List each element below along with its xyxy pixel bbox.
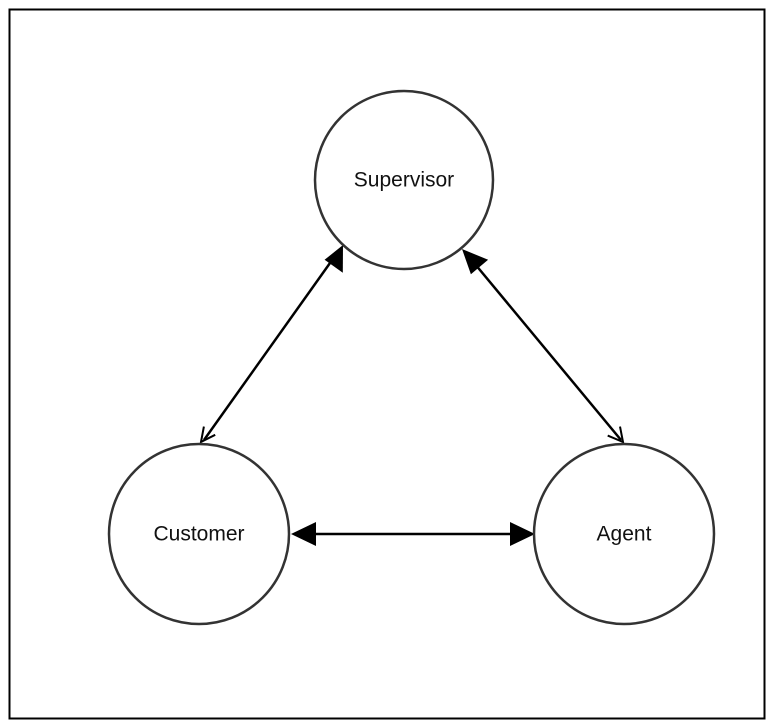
edge-supervisor-customer [199, 245, 343, 444]
arrowhead-filled-icon [462, 249, 489, 275]
edge-customer-agent [291, 522, 535, 546]
node-label-customer: Customer [153, 523, 244, 546]
arrowhead-filled-icon [510, 522, 535, 546]
node-label-agent: Agent [597, 523, 652, 546]
edge-supervisor-agent [462, 249, 625, 444]
node-supervisor: Supervisor [313, 89, 495, 271]
arrowhead-filled-icon [324, 245, 343, 273]
arrowhead-filled-icon [291, 522, 316, 546]
diagram-frame [8, 8, 766, 720]
node-customer: Customer [107, 442, 291, 626]
node-label-supervisor: Supervisor [354, 169, 454, 192]
edges [199, 245, 625, 546]
arrowhead-open-icon [607, 426, 625, 444]
arrowhead-open-icon [199, 426, 216, 444]
node-agent: Agent [532, 442, 716, 626]
